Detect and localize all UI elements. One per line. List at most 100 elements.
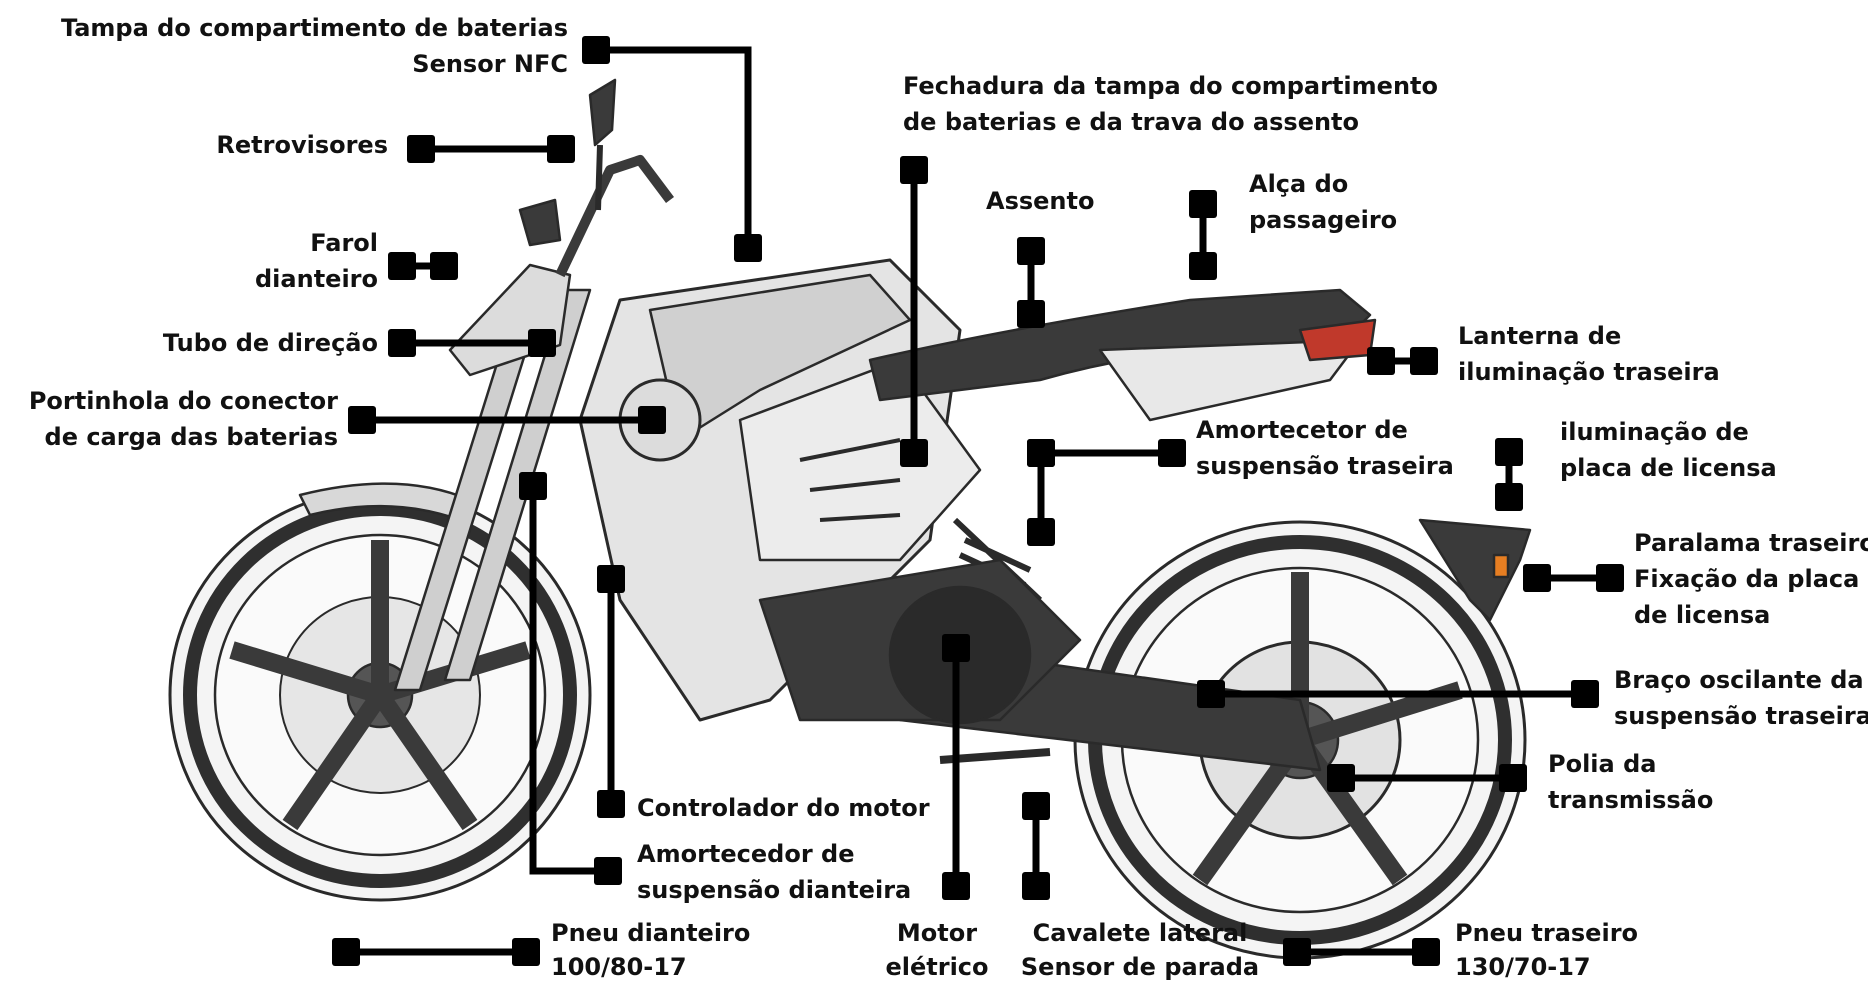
label-plate-mount-line1: Fixação da placa [1634,565,1860,593]
callout-marker-tail-light-start [1367,347,1395,375]
label-mirrors: Retrovisores [216,127,388,163]
label-front-tire-line1: Pneu dianteiro [551,919,751,947]
callout-marker-grab-handle-start [1189,190,1217,218]
callout-battery-cover [582,36,762,262]
label-pulley-line1: Polia da [1548,750,1657,778]
callout-marker-motor-start [942,634,970,662]
label-steering-tube-line1: Tubo de direção [162,329,378,357]
label-rear-tire-size: 130/70-17 [1455,953,1591,981]
label-headlight: Farol dianteiro [255,225,378,297]
callout-rear-shock [1027,439,1186,546]
label-lock: Fechadura da tampa do compartimento de b… [903,68,1438,140]
callout-marker-rear-fender-start [1523,564,1551,592]
callout-marker-seat-end [1017,300,1045,328]
label-controller: Controlador do motor [637,790,930,826]
callout-marker-swingarm-end [1571,680,1599,708]
label-steering-tube: Tubo de direção [163,325,378,361]
callout-marker-grab-handle-end [1189,252,1217,280]
callout-front-shock [519,472,622,885]
callout-line-battery-cover [596,46,752,248]
label-lock-line2: de baterias e da trava do assento [903,108,1360,136]
callout-marker-controller-start [597,565,625,593]
label-plate-light-line2: placa de licensa [1560,454,1777,482]
label-kickstand: Cavalete lateral Sensor de parada [1020,916,1260,984]
front-wheel [168,488,592,902]
label-front-shock: Amortecedor de suspensão dianteira [637,836,911,908]
label-mirrors-line1: Retrovisores [216,131,388,159]
label-motor-line1: Motor [896,919,978,947]
label-grab-handle: Alça do passageiro [1249,166,1397,238]
callout-lock [900,156,928,467]
handlebar [555,155,674,278]
callout-marker-lock-end [900,439,928,467]
rear-indicator [1492,553,1510,579]
label-front-tire-size: 100/80-17 [551,953,687,981]
callout-marker-plate-light-start [1495,438,1523,466]
callout-marker-front-tire-start [332,938,360,966]
callout-marker-front-shock-start [519,472,547,500]
label-rear-shock: Amortecetor de suspensão traseira [1196,412,1454,484]
callout-marker-mirrors-start [407,135,435,163]
label-rear-tire-line1: Pneu traseiro [1455,919,1639,947]
label-pulley-line2: transmissão [1548,786,1714,814]
callout-marker-pulley-start [1327,764,1355,792]
callout-tail-light [1367,347,1438,375]
label-tail-light: Lanterna de iluminação traseira [1458,318,1720,390]
label-stop-sensor: Sensor de parada [1020,953,1260,981]
callout-marker-headlight-end [430,252,458,280]
label-pulley: Polia da transmissão [1548,746,1713,818]
callout-marker-plate-light-end [1495,483,1523,511]
callout-marker-kickstand-start [1022,792,1050,820]
callout-kickstand [1022,792,1050,900]
callout-marker-rear-shock-end [1158,439,1186,467]
callout-rear-fender [1523,564,1624,592]
label-plate-light: iluminação de placa de licensa [1560,414,1777,486]
label-battery-cover: Tampa do compartimento de baterias Senso… [61,10,568,82]
label-seat: Assento [986,183,1094,219]
callout-marker-pulley-end [1499,764,1527,792]
callout-swingarm [1197,680,1599,708]
motorcycle-illustration [168,78,1532,960]
callout-marker-battery-cover-start [582,36,610,64]
label-motor-line2: elétrico [885,953,989,981]
callout-marker-rear-tire-start [1283,938,1311,966]
label-front-shock-line1: Amortecedor de [637,840,855,868]
callout-marker-charge-port-start [348,406,376,434]
callout-rear-tire [1283,938,1440,966]
callout-headlight [388,252,458,280]
mirror [588,78,617,147]
label-rear-fender-line1: Paralama traseiro [1634,529,1868,557]
label-rear-shock-line2: suspensão traseira [1196,452,1454,480]
callout-front-tire [332,938,540,966]
label-headlight-line2: dianteiro [255,265,378,293]
label-rear-shock-line1: Amortecetor de [1196,416,1408,444]
callout-seat [1017,237,1045,328]
callout-marker-lock-start [900,156,928,184]
label-headlight-line1: Farol [310,229,378,257]
label-plate-light-line1: iluminação de [1560,418,1749,446]
dashboard [518,198,562,247]
label-plate-mount-line2: de licensa [1634,601,1771,629]
label-seat-line1: Assento [986,187,1095,215]
label-swingarm-line1: Braço oscilante da [1614,666,1864,694]
label-front-tire: Pneu dianteiro 100/80-17 [551,916,750,984]
label-nfc-sensor: Sensor NFC [412,50,568,78]
label-charge-port: Portinhola do conector de carga das bate… [29,383,338,455]
tail-section [1098,338,1362,422]
callout-marker-motor-end [942,872,970,900]
callout-marker-headlight-start [388,252,416,280]
label-battery-cover-line1: Tampa do compartimento de baterias [60,14,568,42]
callout-marker-steering-tube-end [528,329,556,357]
label-motor: Motor elétrico [880,916,994,984]
callout-marker-rear-tire-end [1412,938,1440,966]
callout-marker-swingarm-start [1197,680,1225,708]
callout-charge-port [348,406,666,434]
label-controller-line1: Controlador do motor [637,794,930,822]
callout-marker-charge-port-end [638,406,666,434]
callout-marker-front-shock-end [594,857,622,885]
label-swingarm: Braço oscilante da suspensão traseira [1614,662,1868,734]
callout-motor [942,634,970,900]
callout-mirrors [407,135,575,163]
label-tail-light-line2: iluminação traseira [1458,358,1720,386]
